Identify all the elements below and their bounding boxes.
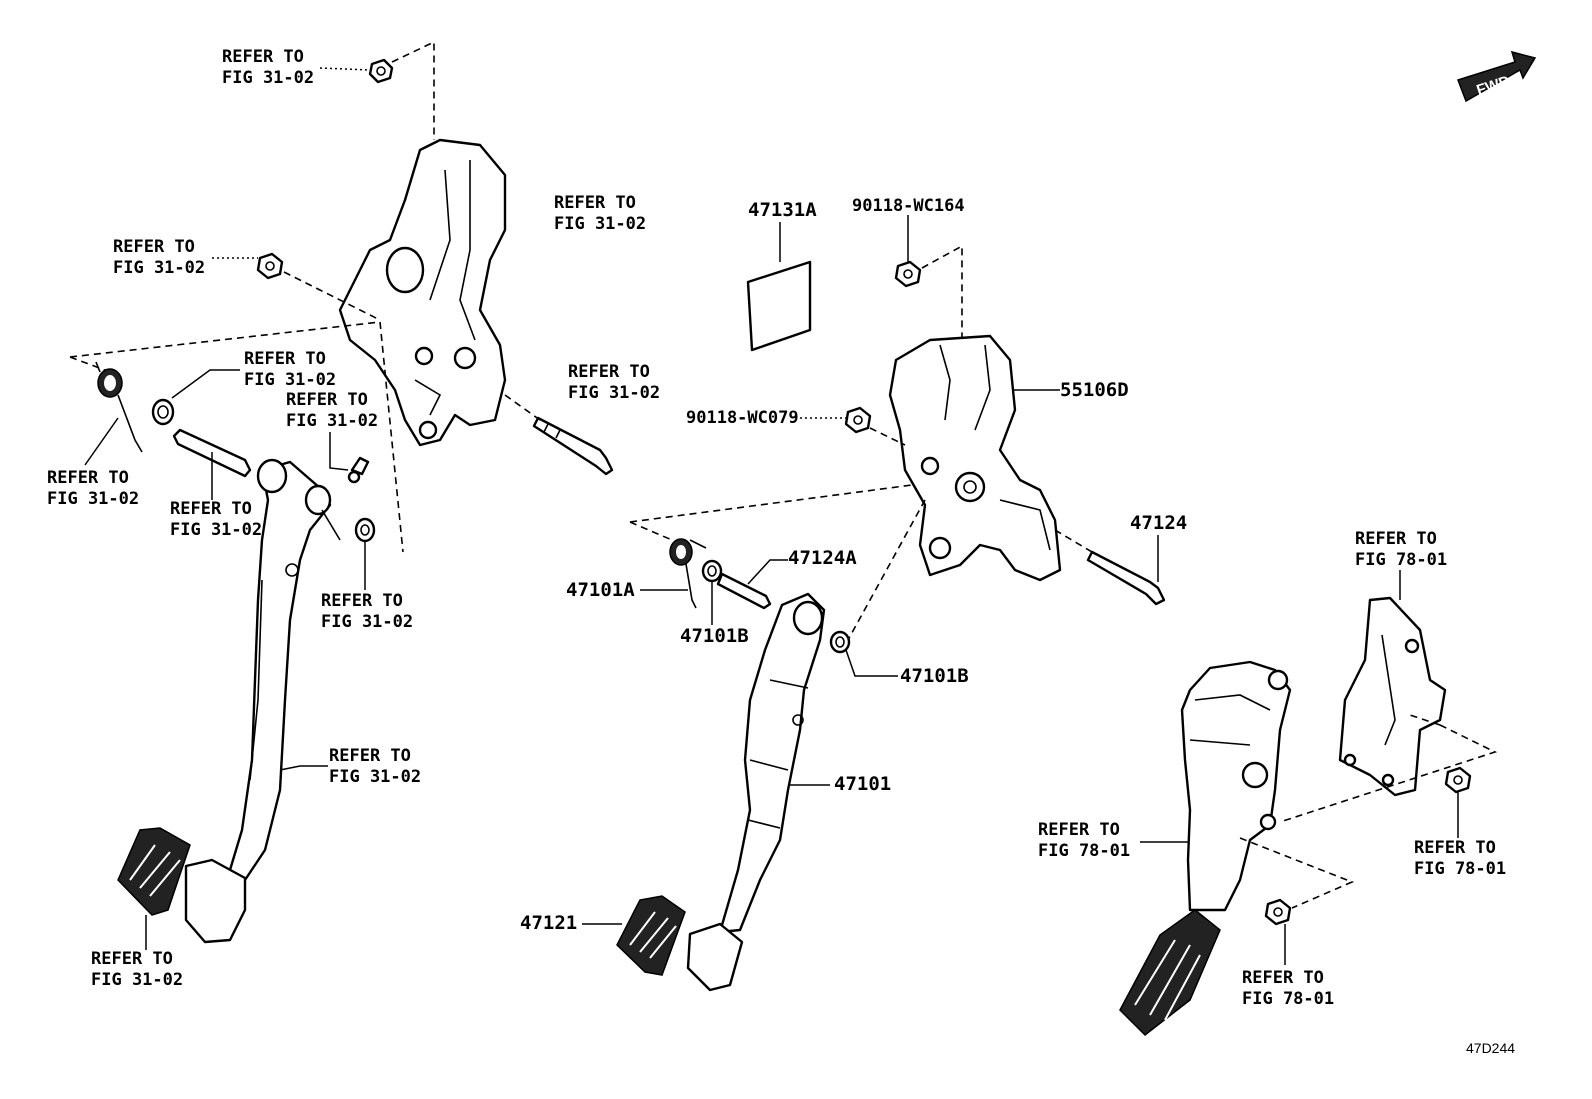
part-number-90118-WC079: 90118-WC079 <box>686 408 799 428</box>
part-number-47124A: 47124A <box>788 547 857 569</box>
nut-90118-WC079 <box>844 406 872 434</box>
pedal-pad-left <box>117 827 191 916</box>
part-number-55106D: 55106D <box>1060 379 1129 401</box>
part-number-47101A: 47101A <box>566 579 635 601</box>
part-number-47131A: 47131A <box>748 199 817 221</box>
part-number-47101B-right: 47101B <box>900 665 969 687</box>
bushing-47101B-right <box>829 630 851 654</box>
pad-sheet-47131A <box>746 260 812 352</box>
return-spring-left <box>95 361 143 453</box>
nut-top-left <box>368 58 394 84</box>
clutch-pedal-arm <box>184 458 341 944</box>
nut-right-lower <box>1264 898 1292 926</box>
bushing-right-small <box>354 517 376 543</box>
fwd-arrow-icon: FWD <box>1457 50 1537 103</box>
bushing-47101B-left <box>701 559 723 583</box>
bolt-47124 <box>1086 550 1166 606</box>
collar-47124A <box>716 572 772 610</box>
nut-left <box>256 252 284 280</box>
clutch-bracket <box>338 138 507 447</box>
pedal-pad-47121 <box>616 895 686 976</box>
brake-bracket-55106D <box>888 334 1062 582</box>
figure-code: 47D244 <box>1466 1040 1516 1056</box>
brake-pedal-47101 <box>686 592 826 992</box>
return-spring-47101A <box>669 538 707 609</box>
accelerator-bracket <box>1338 596 1447 797</box>
part-number-90118-WC164: 90118-WC164 <box>852 196 965 216</box>
accelerator-pedal <box>1119 660 1292 1036</box>
pivot-bolt <box>532 416 614 476</box>
bushing-left <box>151 398 175 426</box>
nut-right-upper <box>1444 766 1472 794</box>
nut-90118-WC164 <box>894 260 922 288</box>
part-number-47101B-left: 47101B <box>680 625 749 647</box>
part-number-47101: 47101 <box>834 773 892 795</box>
part-number-47121: 47121 <box>520 912 578 934</box>
part-number-47124: 47124 <box>1130 512 1188 534</box>
small-bolt-left <box>347 456 370 484</box>
